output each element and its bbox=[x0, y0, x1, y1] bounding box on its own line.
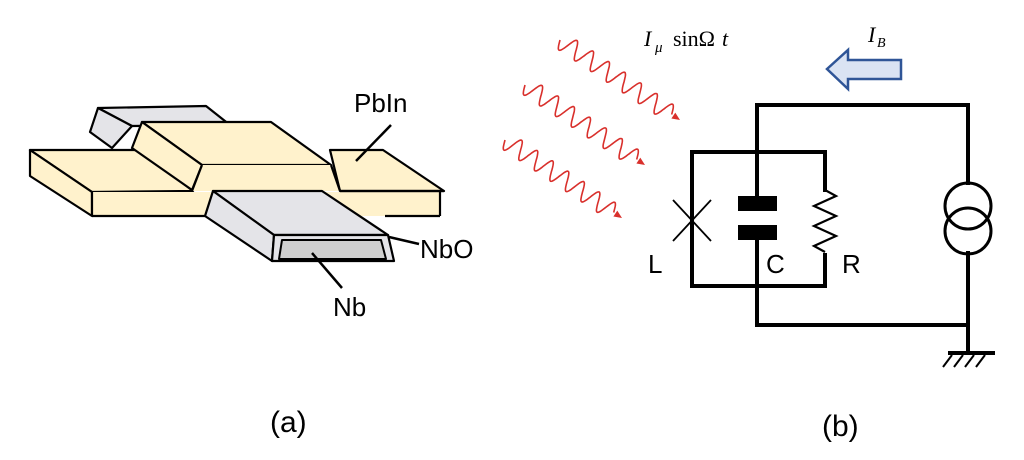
nb-back-front bbox=[88, 106, 134, 150]
ground-icon bbox=[942, 351, 995, 368]
nb-strip-front bbox=[203, 189, 396, 263]
pbin-leader bbox=[355, 124, 392, 162]
pbin-edge bbox=[329, 164, 342, 192]
bias-label: I B bbox=[867, 22, 886, 51]
ground-hatch bbox=[942, 354, 953, 368]
caption-a: (a) bbox=[270, 406, 307, 439]
microwave-wave bbox=[502, 139, 617, 214]
microwave-current-symbol: I bbox=[643, 26, 653, 51]
microwave-arrowhead-icon bbox=[613, 210, 622, 218]
ground-hatch bbox=[953, 354, 964, 368]
resistor-icon bbox=[811, 189, 839, 253]
microwave-wave bbox=[557, 39, 675, 115]
pbin-raised bbox=[130, 120, 444, 193]
microwave-waves bbox=[502, 39, 680, 218]
ground-hatch bbox=[964, 354, 975, 368]
current-source-circle-bottom bbox=[943, 206, 993, 256]
microwave-current-subscript: μ bbox=[654, 40, 663, 56]
nb-leader bbox=[311, 252, 343, 289]
nb-core bbox=[278, 239, 387, 260]
inner-loop bbox=[690, 150, 827, 288]
pbin-edge bbox=[190, 164, 204, 192]
resistor-label: R bbox=[842, 249, 861, 279]
microwave-sin-omega: sinΩ bbox=[673, 26, 715, 51]
pbin-right-top bbox=[328, 148, 446, 193]
inductor-label: L bbox=[648, 249, 662, 279]
microwave-wave bbox=[522, 84, 640, 160]
bias-arrow-icon bbox=[825, 47, 903, 92]
capacitor-icon bbox=[738, 196, 777, 240]
bias-current-symbol: I bbox=[867, 22, 877, 47]
caption-b: (b) bbox=[822, 410, 859, 443]
junction-structure bbox=[28, 104, 446, 263]
outer-loop-bottom bbox=[755, 252, 970, 327]
circuit-wires bbox=[690, 103, 970, 355]
ground-hatch bbox=[975, 354, 986, 368]
leader-lines-a bbox=[311, 124, 420, 289]
microwave-arrowhead-icon bbox=[671, 112, 680, 120]
microwave-arrowhead-icon bbox=[636, 157, 645, 165]
inner-loop-right bbox=[755, 150, 827, 192]
capacitor-plate-top bbox=[738, 196, 777, 211]
pbin-label: PbIn bbox=[354, 88, 408, 118]
nb-label: Nb bbox=[333, 292, 366, 322]
nbo-label: NbO bbox=[420, 234, 473, 264]
microwave-label: I μ sinΩ t bbox=[643, 26, 729, 56]
junction-cross-stroke bbox=[672, 199, 712, 242]
bias-current-subscript: B bbox=[877, 36, 886, 51]
pbin-raised-step bbox=[192, 165, 340, 191]
current-source-circle-top bbox=[943, 181, 993, 231]
josephson-junction-icon bbox=[672, 199, 712, 242]
nbo-leader bbox=[388, 235, 420, 246]
capacitor-plate-bottom bbox=[738, 225, 777, 240]
current-source-icon bbox=[943, 181, 993, 256]
capacitor-label: C bbox=[766, 249, 785, 279]
microwave-time-variable: t bbox=[722, 26, 729, 51]
